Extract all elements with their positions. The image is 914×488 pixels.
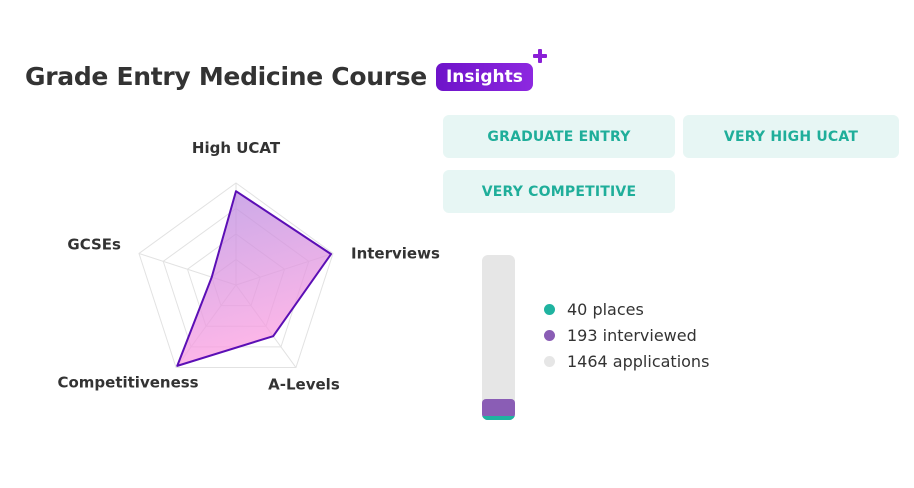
legend-item-interviewed: 193 interviewed [544,322,709,348]
radar-chart: High UCAT Interviews A-Levels Competitiv… [57,139,440,394]
axis-label-competitiveness: Competitiveness [57,374,198,392]
tag-very-high-ucat: VERY HIGH UCAT [683,115,899,158]
legend-dot-applications [544,355,555,367]
radar-area [176,190,333,367]
header: Grade Entry Medicine Course Insights [25,48,547,91]
axis-label-gcses: GCSEs [67,235,121,253]
tag-graduate-entry: GRADUATE ENTRY [443,115,675,158]
axis-label-high-ucat: High UCAT [192,139,281,157]
axis-label-interviews: Interviews [351,244,440,262]
legend-dot-interviewed [544,329,555,341]
bar-legend: 40 places 193 interviewed 1464 applicati… [544,296,709,374]
bar-segment-places [482,415,515,420]
plus-icon [532,48,547,63]
legend-item-applications: 1464 applications [544,348,709,374]
insights-badge: Insights [435,48,547,91]
legend-item-places: 40 places [544,296,709,322]
axis-label-a-levels: A-Levels [268,376,340,394]
legend-label-places: 40 places [567,299,644,319]
legend-label-applications: 1464 applications [567,351,710,371]
bar-segment-interviewed [482,399,515,420]
insights-badge-label: Insights [445,66,523,87]
tag-very-competitive: VERY COMPETITIVE [443,170,675,213]
legend-dot-places [544,303,555,315]
radar-grid-ring [138,182,334,369]
legend-label-interviewed: 193 interviewed [567,325,697,345]
applications-bar [482,255,515,420]
page-title: Grade Entry Medicine Course [25,62,427,91]
